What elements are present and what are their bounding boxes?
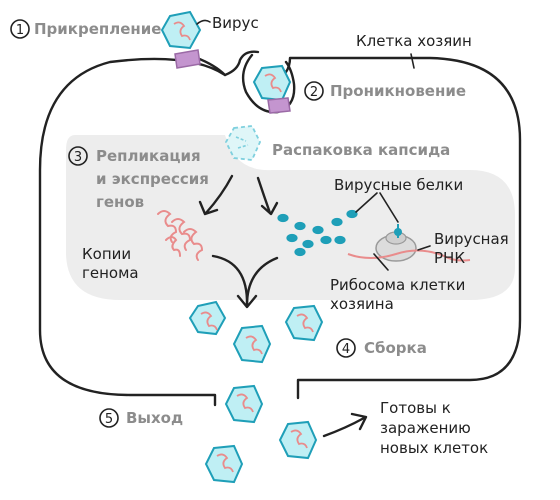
step-4-number: 4 [342,342,350,357]
uncoating-capsid [224,125,261,161]
step-1-circle [10,19,30,39]
step-penetration-label: Проникновение [330,82,466,100]
protein-label-leader-2 [379,192,399,223]
protein-label-leader-1 [355,192,378,213]
ribosome-label-line1: Рибосома клетки [330,276,465,294]
viral-proteins [277,209,358,257]
receptor-attachment [174,49,201,69]
ribosome-label-leader [373,253,389,271]
step-replication-line2: и экспрессия [96,170,209,188]
step-exit-label: Выход [126,409,183,427]
ribosome [375,224,417,262]
viral-rna-label-line1: Вирусная [434,230,509,248]
genome-copies [157,210,204,261]
assembled-viruses [188,300,324,364]
arrow-proteins-to-assembly [245,256,279,307]
step-5-number: 5 [105,412,113,427]
step-1-number: 1 [16,23,24,38]
arrow-to-proteins [256,176,272,215]
virus-label: Вирус [212,14,259,32]
membrane-invagination [223,50,260,77]
arrow-to-new-cells-head [350,412,368,431]
virus-attaching [160,10,202,50]
step-4-circle [336,338,356,358]
genome-copies-label-line2: генома [82,264,139,282]
viral-proteins-label: Вирусные белки [334,176,463,194]
virus-label-leader [196,19,211,25]
step-replication-line3: генов [96,193,144,211]
arrow-assembly-head [236,294,258,309]
step-3-number: 3 [74,150,82,165]
uncoating-label: Распаковка капсида [272,141,450,159]
virus-entering [252,64,292,114]
exiting-viruses [204,384,318,484]
step-2-number: 2 [310,85,318,100]
step-attachment-label: Прикрепление [34,20,161,38]
rna-label-leader [417,245,431,251]
ready-label-line1: Готовы к [380,399,451,417]
cell-label-leader [410,53,415,69]
step-assembly-label: Сборка [364,339,427,357]
arrow-to-proteins-head [260,201,279,216]
cell-membrane-right [284,56,522,400]
step-2-circle [304,81,324,101]
ribosome-label-line2: хозяина [330,295,394,313]
step-3-circle [68,146,88,166]
ready-label-line3: новых клеток [380,439,488,457]
ready-label-line2: заражению [380,419,471,437]
step-replication-line1: Репликация [96,147,201,165]
arrow-to-new-cells [322,416,366,438]
arrow-to-genome [204,174,234,215]
step-5-circle [99,408,119,428]
arrow-to-genome-head [198,200,219,216]
host-cell-label: Клетка хозяин [356,32,472,50]
genome-copies-label-line1: Копии [82,245,131,263]
viral-rna-strand [347,249,471,262]
viral-rna-label-line2: РНК [434,249,465,267]
